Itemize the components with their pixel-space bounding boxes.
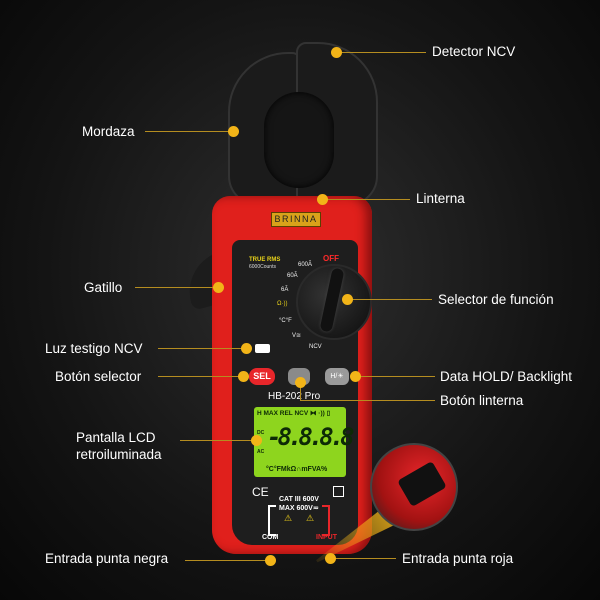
ce-mark: CE (252, 485, 269, 499)
lcd-screen (254, 407, 346, 477)
callout-dot (330, 46, 342, 58)
input-jack (322, 505, 330, 536)
callout-dot (294, 376, 306, 388)
true-rms: TRUE RMS (249, 257, 281, 263)
com-label: COM (262, 534, 279, 541)
callout-dot (240, 342, 252, 354)
callout-dot (237, 370, 249, 382)
lcd-digits: -8.8.8.8 (267, 423, 355, 451)
dial-volt: V≅ (292, 333, 302, 339)
callout-dot (341, 293, 353, 305)
dial-temp: °C°F (279, 318, 292, 324)
dial-6a: 6Ã (281, 287, 289, 293)
dial-ncv: NCV (309, 344, 322, 350)
input-label: INPUT (316, 534, 337, 541)
callout-hold-backlight: Data HOLD/ Backlight (440, 369, 573, 384)
callout-dot (227, 125, 239, 137)
lcd-units: °C°FMkΩ∩mFVA% (266, 466, 328, 473)
callout-trigger: Gatillo (84, 280, 123, 295)
lcd-dc: DC (257, 430, 265, 436)
lcd-ac: AC (257, 449, 265, 455)
hold-button[interactable]: H/☀ (325, 368, 349, 385)
dial-off: OFF (323, 254, 339, 263)
callout-function-selector: Selector de función (438, 292, 554, 307)
com-jack (268, 505, 276, 536)
counts: 6000Counts (249, 264, 276, 270)
callout-black-input: Entrada punta negra (45, 551, 169, 566)
callout-dot (250, 434, 262, 446)
brand-logo: BRINNA (271, 212, 321, 227)
inset-flashlight-detail (370, 443, 458, 531)
callout-ncv-light: Luz testigo NCV (45, 341, 143, 356)
callout-select-button: Botón selector (55, 369, 142, 384)
callout-jaw: Mordaza (82, 124, 135, 139)
sel-button[interactable]: SEL (249, 368, 275, 385)
max-rating: MAX 600V≂ (279, 505, 319, 512)
double-insulation-icon (333, 486, 344, 497)
callout-dot (264, 554, 276, 566)
callout-dot (324, 552, 336, 564)
callout-lcd-line1: Pantalla LCD (76, 430, 156, 445)
callout-ncv-detector: Detector NCV (432, 44, 516, 59)
callout-dot (349, 370, 361, 382)
warning-icon: ⚠ (306, 513, 315, 523)
callout-lcd-line2: retroiluminada (76, 447, 162, 462)
callout-dot (212, 281, 224, 293)
warning-icon: ⚠ (284, 513, 293, 523)
jaw-opening (264, 92, 334, 188)
model-name: HB-202 Pro (268, 391, 321, 402)
callout-flashlight-button: Botón linterna (440, 393, 524, 408)
dial-ohm: Ω·)) (277, 301, 288, 307)
dial-60a: 60Ã (287, 273, 298, 279)
callout-red-input: Entrada punta roja (402, 551, 514, 566)
ncv-light (255, 344, 270, 353)
callout-flashlight: Linterna (416, 191, 465, 206)
cat-rating: CAT III 600V (279, 496, 319, 503)
lcd-top-icons: H MAX REL NCV ⧓ ·)) ▯ (257, 410, 331, 417)
dial-600a: 600Ã (298, 262, 313, 268)
callout-dot (316, 193, 328, 205)
